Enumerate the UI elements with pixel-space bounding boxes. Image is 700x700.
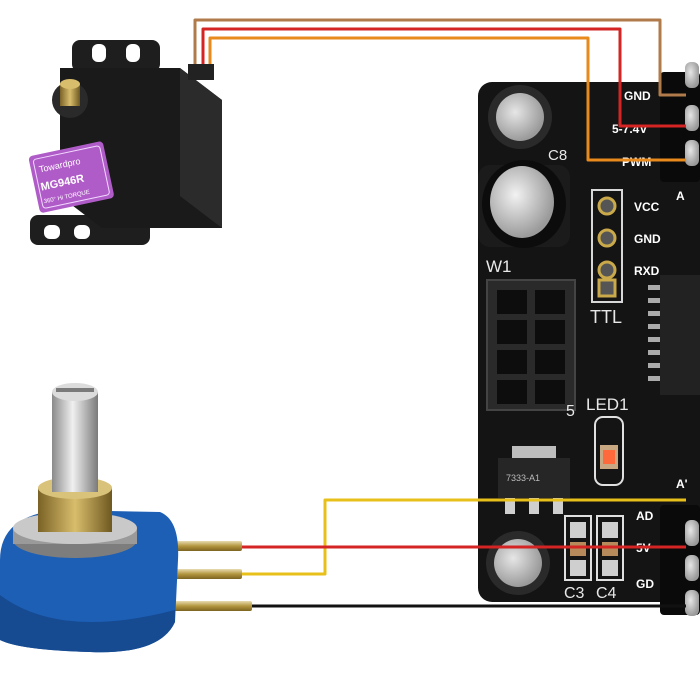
cap-label: C8 [548, 147, 567, 164]
ttl-pin-rxd: RXD [634, 264, 660, 278]
ttl-pin-vcc: VCC [634, 200, 660, 214]
potentiometer [0, 383, 252, 653]
reg-code: 7333-A1 [506, 473, 540, 483]
pot-pin-3 [160, 601, 252, 611]
header-mark-top: A [676, 189, 685, 203]
w1-label: W1 [486, 257, 512, 276]
header-mark-bottom: A' [676, 477, 688, 491]
wire-yellow-signal [240, 498, 686, 576]
main-chip [648, 275, 700, 395]
servo-ear-top [72, 40, 160, 72]
led-label: LED1 [586, 395, 629, 414]
wire-brown-gnd [193, 18, 686, 97]
pot-pin-2 [160, 569, 242, 579]
cap-c3-label: C3 [564, 585, 585, 602]
ttl-pin-gnd: GND [634, 232, 661, 246]
pot-pin-gd-label: GD [636, 577, 654, 591]
w1-connector: W1 [486, 257, 576, 411]
cap-c4-label: C4 [596, 585, 617, 602]
servo-pin-pwm-label: PWM [622, 155, 651, 169]
pot-pin-1 [160, 541, 242, 551]
reg-partial-label: 5 [566, 403, 575, 420]
voltage-regulator: 5 7333-A1 [498, 403, 575, 514]
pot-shaft [52, 392, 98, 492]
wire-orange-pwm [208, 36, 686, 162]
driver-board: C8 VCC GND RXD TTL W1 [478, 62, 700, 616]
servo-label: Towardpro MG946R 360° Hi TORQUE [28, 141, 114, 213]
capacitor-c8: C8 [478, 147, 570, 248]
pot-pin-ad-label: AD [636, 509, 654, 523]
ttl-header: VCC GND RXD TTL [590, 189, 661, 327]
servo-output-gear [60, 84, 80, 106]
wire-red-vcc [201, 27, 686, 128]
wires [193, 18, 686, 608]
servo-pin-vcc-label: 5-7.4V [612, 122, 647, 136]
ttl-label: TTL [590, 307, 622, 327]
servo-pin-gnd-label: GND [624, 89, 651, 103]
servo-motor: Towardpro MG946R 360° Hi TORQUE [28, 40, 222, 245]
led1: LED1 [586, 395, 629, 486]
